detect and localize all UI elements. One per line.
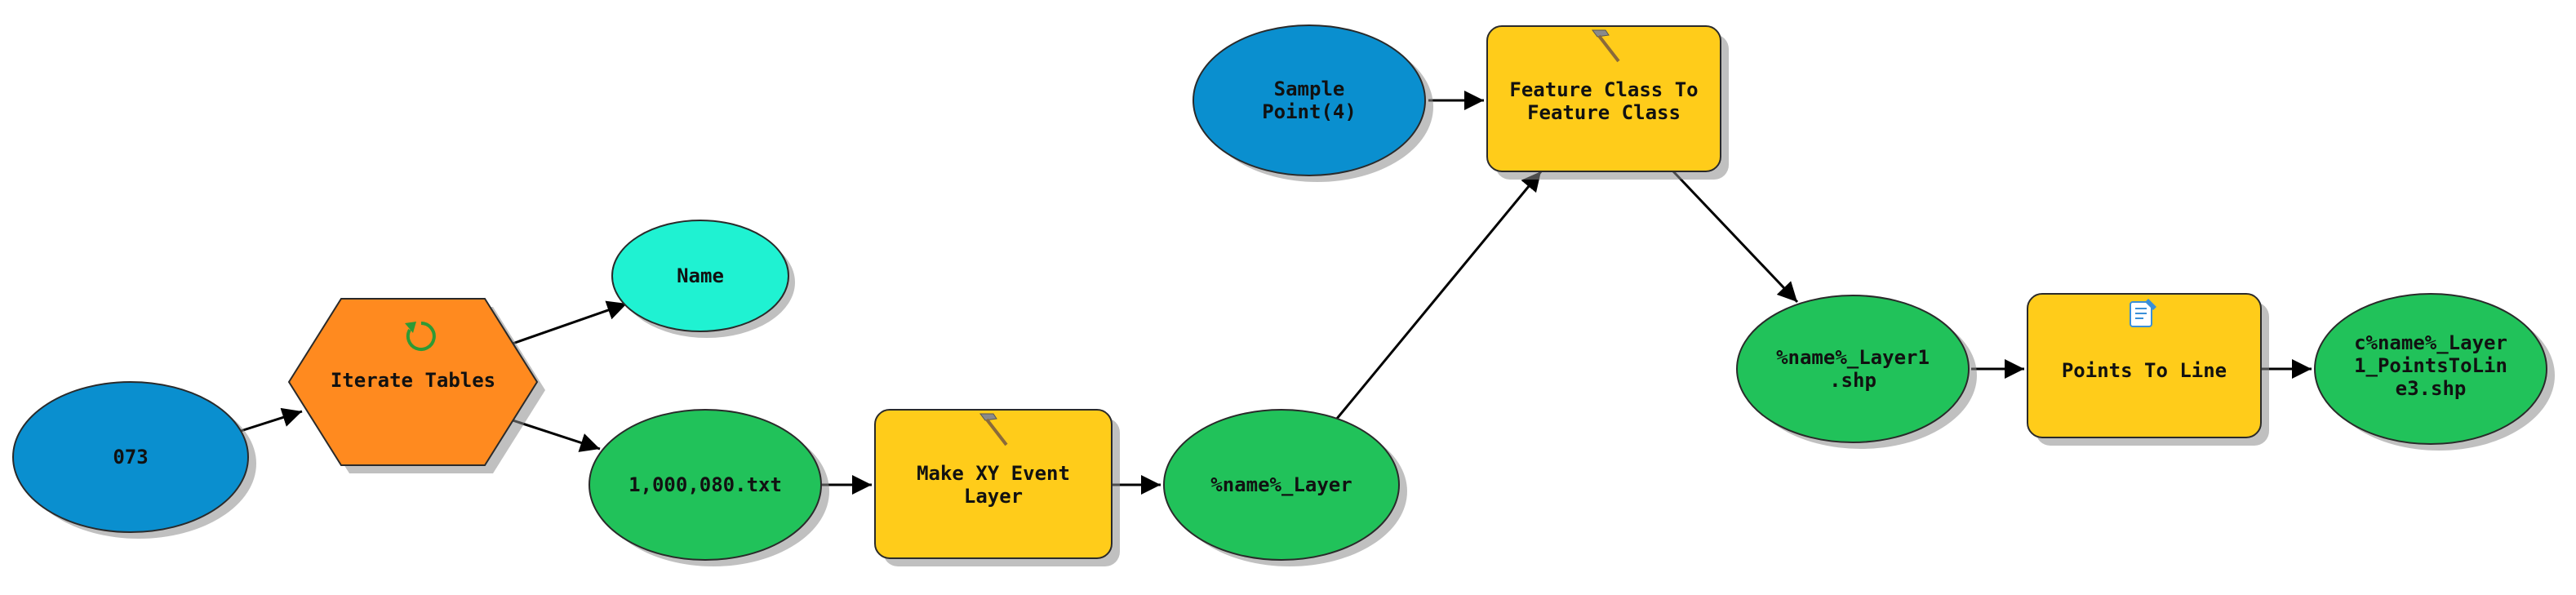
iterate-icon bbox=[405, 322, 436, 351]
node-name[interactable]: Name bbox=[611, 220, 795, 338]
node-output-shp[interactable]: c%name%_Layer 1_PointsToLin e3.shp bbox=[2314, 293, 2555, 451]
node-layer1-shp-label-line-1: %name%_Layer1 bbox=[1776, 346, 1930, 369]
edge-name-layer-to-fc-to-fc[interactable] bbox=[1335, 171, 1543, 420]
node-iterate-tables-label: Iterate Tables bbox=[331, 369, 495, 392]
node-073-label: 073 bbox=[113, 446, 148, 468]
node-output-shp-shape[interactable] bbox=[2314, 293, 2547, 445]
node-txt[interactable]: 1,000,080.txt bbox=[588, 409, 829, 566]
node-make-xy-shape[interactable] bbox=[874, 409, 1113, 559]
node-txt-label: 1,000,080.txt bbox=[628, 473, 782, 496]
node-layer1-shp[interactable]: %name%_Layer1 .shp bbox=[1736, 295, 1977, 449]
node-fc-to-fc-label-line-2: Feature Class bbox=[1527, 101, 1681, 124]
node-feature-class-to-feature-class[interactable]: Feature Class To Feature Class bbox=[1486, 25, 1729, 180]
node-name-shape[interactable] bbox=[611, 220, 789, 332]
node-iterate-tables[interactable]: Iterate Tables bbox=[287, 298, 545, 473]
node-points-to-line-shape[interactable] bbox=[2027, 293, 2262, 438]
node-name-label: Name bbox=[677, 264, 724, 287]
node-iterate-tables-shape[interactable] bbox=[287, 298, 539, 466]
node-output-shp-label-line-1: c%name%_Layer bbox=[2354, 331, 2507, 354]
node-layer1-shp-shape[interactable] bbox=[1736, 295, 1970, 443]
node-txt-shape[interactable] bbox=[588, 409, 822, 561]
hammer-icon bbox=[1592, 29, 1620, 63]
edge-073-to-iterate-tables[interactable] bbox=[240, 407, 303, 433]
node-name-layer-shape[interactable] bbox=[1163, 409, 1400, 561]
node-make-xy-label-line-2: Layer bbox=[964, 485, 1023, 508]
script-icon bbox=[2130, 299, 2156, 327]
node-073[interactable]: 073 bbox=[12, 381, 256, 539]
node-layer1-shp-label-line-2: .shp bbox=[1829, 369, 1876, 392]
node-name-layer-label: %name%_Layer bbox=[1210, 473, 1352, 496]
node-name-layer[interactable]: %name%_Layer bbox=[1163, 409, 1407, 566]
node-sample-point-label-line-1: Sample bbox=[1274, 78, 1345, 100]
node-sample-point-label-line-2: Point(4) bbox=[1262, 100, 1357, 123]
node-fc-to-fc-label-line-1: Feature Class To bbox=[1509, 78, 1698, 101]
node-points-to-line[interactable]: Points To Line bbox=[2027, 293, 2269, 446]
node-073-shape[interactable] bbox=[12, 381, 249, 533]
node-sample-point-shape[interactable] bbox=[1193, 24, 1426, 176]
node-sample-point[interactable]: Sample Point(4) bbox=[1193, 24, 1433, 182]
node-fc-to-fc-shape[interactable] bbox=[1486, 25, 1721, 172]
edge-iterate-tables-to-name[interactable] bbox=[509, 300, 628, 346]
node-output-shp-label-line-3: e3.shp bbox=[2396, 377, 2467, 400]
node-make-xy-label-line-1: Make XY Event bbox=[917, 462, 1070, 485]
hammer-icon bbox=[979, 413, 1008, 446]
node-output-shp-label-line-2: 1_PointsToLin bbox=[2354, 354, 2507, 377]
node-make-xy-event-layer[interactable]: Make XY Event Layer bbox=[874, 409, 1120, 566]
node-points-to-line-label: Points To Line bbox=[2062, 359, 2227, 382]
edge-fc-to-fc-to-layer1[interactable] bbox=[1672, 170, 1799, 304]
